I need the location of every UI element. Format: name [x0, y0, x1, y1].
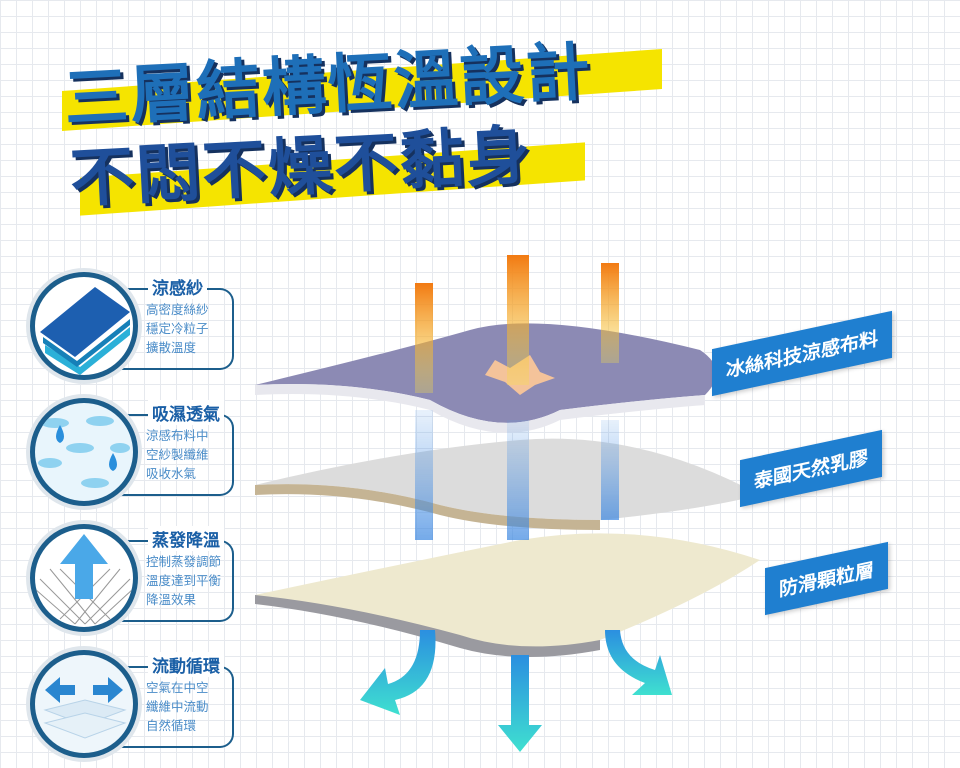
cooling-fabric-layer: [255, 323, 717, 433]
layer-label-latex: 泰國天然乳膠: [740, 429, 883, 508]
evaporation-arrow-icon: [30, 524, 138, 632]
down-arrows: [360, 630, 672, 752]
feature-desc: 空氣在中空 纖維中流動 自然循環: [146, 680, 209, 733]
airflow-icon: [30, 650, 138, 758]
feature-title: 吸濕透氣: [148, 400, 224, 425]
cool-fabric-icon: [30, 272, 138, 380]
water-drop-icon: [30, 398, 138, 506]
feature-airflow: 流動循環 空氣在中空 纖維中流動 自然循環: [30, 650, 240, 760]
anti-slip-layer: [255, 533, 760, 658]
feature-title: 蒸發降溫: [148, 526, 224, 551]
feature-title: 流動循環: [148, 652, 224, 677]
layer-label-cooling-fabric: 冰絲科技涼感布料: [712, 310, 893, 397]
layer-label-text: 防滑顆粒層: [779, 558, 875, 602]
heat-arrows: [415, 255, 619, 393]
layer-label-text: 泰國天然乳膠: [754, 446, 869, 494]
feature-desc: 高密度絲紗 穩定冷粒子 擴散溫度: [146, 302, 209, 355]
feature-title: 涼感紗: [148, 274, 207, 299]
feature-evaporation: 蒸發降溫 控制蒸發調節 溫度達到平衡 降溫效果: [30, 524, 240, 634]
feature-desc: 控制蒸發調節 溫度達到平衡 降溫效果: [146, 554, 222, 607]
layer-label-anti-slip: 防滑顆粒層: [765, 541, 889, 616]
feature-moisture: 吸濕透氣 涼感布料中 空紗製纖維 吸收水氣: [30, 398, 240, 508]
feature-cool-yarn: 涼感紗 高密度絲紗 穩定冷粒子 擴散溫度: [30, 272, 240, 382]
feature-desc: 涼感布料中 空紗製纖維 吸收水氣: [146, 428, 209, 481]
latex-layer: [255, 438, 760, 530]
cooling-columns: [415, 410, 619, 540]
layer-label-text: 冰絲科技涼感布料: [726, 327, 879, 383]
